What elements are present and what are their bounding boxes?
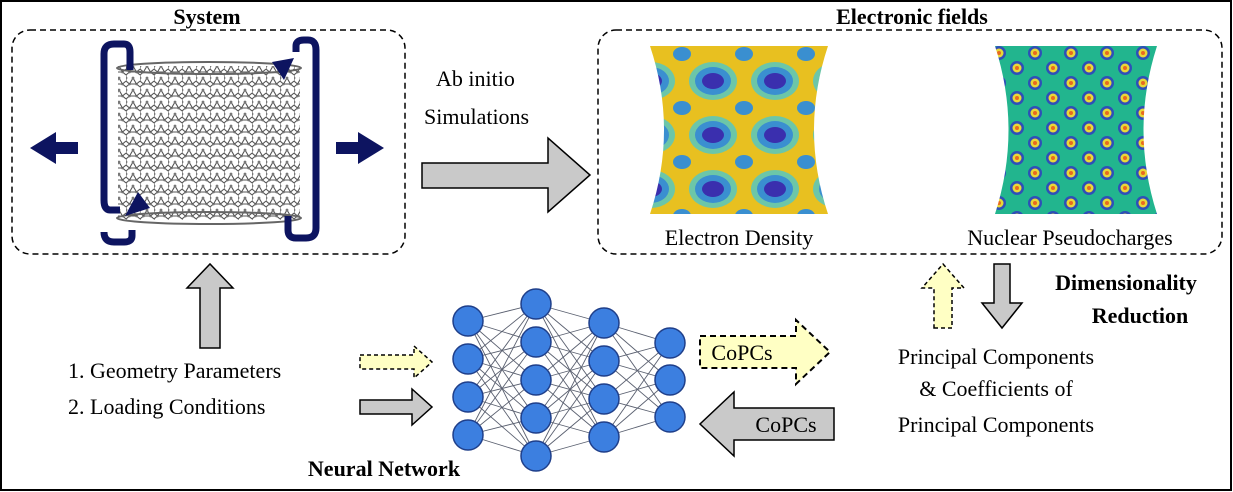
nn-node-layer4-2 [654,364,686,396]
copcs-input-arrow: CoPCs [698,390,835,458]
system-box [11,29,406,255]
input-up-arrow-icon [185,262,235,349]
nn-node-layer2-2 [520,326,552,358]
principal-line2: & Coefficients of [919,376,1073,401]
shear-loop-icon [100,36,320,246]
nn-node-layer3-1 [588,307,620,339]
tension-arrow-left-icon [30,132,78,164]
copcs-input-label: CoPCs [755,412,816,437]
fields-title: Electronic fields [836,4,988,29]
reduction-arrow-icon [980,263,1024,330]
reconstruction-arrow-icon [920,262,966,329]
nn-node-layer4-3 [654,401,686,433]
pseudocharge-label: Nuclear Pseudocharges [967,225,1172,250]
system-title: System [173,4,240,29]
loading-to-nn-arrow-icon [359,387,434,427]
dimensionality-line1: Dimensionality [1055,270,1197,295]
nn-edge [467,303,537,436]
nn-node-layer2-1 [520,288,552,320]
nn-node-layer2-3 [520,364,552,396]
principal-line1: Principal Components [898,344,1094,369]
nn-nodes [452,288,686,472]
nn-edge [603,322,671,418]
fields-box [597,29,1223,255]
nn-node-layer3-4 [588,421,620,453]
copcs-output-label: CoPCs [711,340,772,365]
nn-node-layer4-1 [654,327,686,359]
simulation-label-line1: Ab initio [436,66,515,91]
nn-edge [467,303,537,398]
dimensionality-line2: Reduction [1092,303,1189,328]
nn-edge [603,342,671,438]
nanotube-icon [116,61,302,225]
copcs-output-arrow: CoPCs [699,317,832,387]
nn-node-layer1-3 [452,381,484,413]
nn-node-layer2-4 [520,402,552,434]
nn-node-layer3-2 [588,345,620,377]
nn-node-layer1-1 [452,305,484,337]
simulation-arrow-icon [421,136,592,214]
geometry-to-nn-arrow-icon [359,344,434,380]
input-item-2: 2. Loading Conditions [68,394,265,419]
nn-node-layer1-4 [452,419,484,451]
simulation-label-line2: Simulations [424,104,529,129]
electron-density-label: Electron Density [665,225,813,250]
tension-arrow-right-icon [336,132,384,164]
loop-arrowhead-top [272,58,294,80]
nn-edge [467,341,537,436]
nn-edge [535,360,605,457]
nn-node-layer1-2 [452,343,484,375]
nn-node-layer3-3 [588,383,620,415]
nn-edge [535,322,605,419]
nn-edge [535,322,605,457]
principal-line3: Principal Components [898,412,1094,437]
nn-node-layer2-5 [520,440,552,472]
nn-edges [467,303,671,457]
pseudocharge-image [995,46,1157,214]
input-item-1: 1. Geometry Parameters [68,358,281,383]
neural-network-title: Neural Network [308,456,461,481]
electron-density-image [650,46,828,214]
loop-arrowhead-bottom [125,192,150,216]
